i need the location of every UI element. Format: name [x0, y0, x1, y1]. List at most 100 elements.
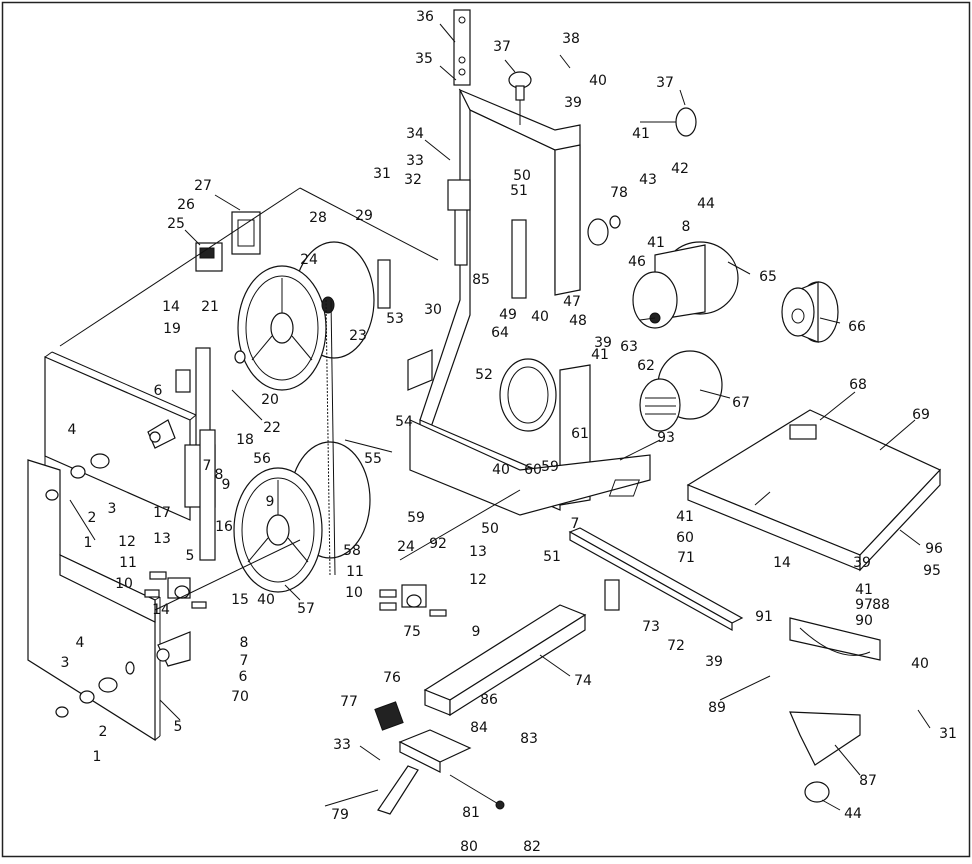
part-label-40: 40 [589, 73, 607, 89]
cam-handle-79 [377, 765, 419, 815]
part-label-56: 56 [253, 451, 271, 467]
part-label-60: 60 [676, 530, 694, 546]
part-label-61: 61 [571, 426, 589, 442]
part-label-85: 85 [472, 272, 490, 288]
door-knob-lower [55, 661, 135, 718]
part-label-91: 91 [755, 609, 773, 625]
part-label-71: 71 [677, 550, 695, 566]
part-label-41: 41 [676, 509, 694, 525]
part-label-53: 53 [386, 311, 404, 327]
part-label-9: 9 [266, 494, 275, 510]
part-label-19: 19 [163, 321, 181, 337]
part-label-11: 11 [346, 564, 364, 580]
part-label-31: 31 [373, 166, 391, 182]
part-label-86: 86 [480, 692, 498, 708]
part-label-9: 9 [472, 624, 481, 640]
part-label-37: 37 [493, 39, 511, 55]
part-label-6: 6 [154, 383, 163, 399]
part-label-51: 51 [510, 183, 528, 199]
part-label-39: 39 [564, 95, 582, 111]
part-label-92: 92 [429, 536, 447, 552]
upper-wheel [234, 241, 375, 391]
part-label-28: 28 [309, 210, 327, 226]
upper-bracket [447, 179, 527, 299]
part-label-12: 12 [469, 572, 487, 588]
upper-door [44, 351, 197, 521]
bracket-45 [175, 369, 191, 393]
part-label-4: 4 [68, 422, 77, 438]
part-label-95: 95 [923, 563, 941, 579]
gear-46 [587, 215, 621, 246]
part-label-75: 75 [403, 624, 421, 640]
table-insert-68 [789, 424, 817, 440]
part-label-96: 96 [925, 541, 943, 557]
part-label-84: 84 [470, 720, 488, 736]
part-label-8: 8 [215, 467, 224, 483]
part-label-8: 8 [240, 635, 249, 651]
trunnion-88 [789, 617, 881, 661]
part-label-31: 31 [939, 726, 957, 742]
door-knob-upper [45, 453, 110, 501]
part-label-6: 6 [239, 669, 248, 685]
part-label-54: 54 [395, 414, 413, 430]
knob-37-right [640, 107, 697, 137]
part-label-74: 74 [574, 673, 592, 689]
work-table-69 [608, 409, 942, 572]
part-label-52: 52 [475, 367, 493, 383]
part-label-40: 40 [492, 462, 510, 478]
part-label-24: 24 [397, 539, 415, 555]
part-label-8: 8 [682, 219, 691, 235]
part-label-40: 40 [911, 656, 929, 672]
lower-guide-assembly-right [379, 584, 447, 617]
leader-lines [69, 23, 931, 811]
part-label-17: 17 [153, 505, 171, 521]
part-label-22: 22 [263, 420, 281, 436]
bracket-6-upper [147, 419, 176, 449]
part-label-30: 30 [424, 302, 442, 318]
part-label-77: 77 [340, 694, 358, 710]
part-label-2: 2 [88, 510, 97, 526]
part-label-21: 21 [201, 299, 219, 315]
part-label-9: 9 [222, 477, 231, 493]
part-label-68: 68 [849, 377, 867, 393]
part-label-69: 69 [912, 407, 930, 423]
part-label-14: 14 [162, 299, 180, 315]
part-label-37: 37 [656, 75, 674, 91]
tension-block-29 [377, 259, 391, 309]
part-label-80: 80 [460, 839, 478, 855]
part-label-27: 27 [194, 178, 212, 194]
part-label-55: 55 [364, 451, 382, 467]
part-label-4: 4 [76, 635, 85, 651]
part-label-58: 58 [343, 543, 361, 559]
part-label-50: 50 [481, 521, 499, 537]
part-label-48: 48 [569, 313, 587, 329]
part-label-7: 7 [203, 458, 212, 474]
part-label-62: 62 [637, 358, 655, 374]
motor-cover-67 [639, 350, 723, 432]
part-label-83: 83 [520, 731, 538, 747]
part-label-24: 24 [300, 252, 318, 268]
part-label-20: 20 [261, 392, 279, 408]
motor-65 [632, 241, 739, 329]
part-label-42: 42 [671, 161, 689, 177]
part-label-7: 7 [571, 516, 580, 532]
part-label-51: 51 [543, 549, 561, 565]
part-label-10: 10 [115, 576, 133, 592]
part-label-79: 79 [331, 807, 349, 823]
part-label-47: 47 [563, 294, 581, 310]
part-label-34: 34 [406, 126, 424, 142]
part-label-11: 11 [119, 555, 137, 571]
part-label-78: 78 [610, 185, 628, 201]
part-label-41: 41 [855, 582, 873, 598]
part-label-1: 1 [93, 749, 102, 765]
part-label-88: 88 [872, 597, 890, 613]
blade-guide-post [184, 347, 216, 561]
part-label-44: 44 [844, 806, 862, 822]
part-label-43: 43 [639, 172, 657, 188]
fence-clamp-73 [604, 579, 620, 611]
part-label-57: 57 [297, 601, 315, 617]
part-label-40: 40 [531, 309, 549, 325]
